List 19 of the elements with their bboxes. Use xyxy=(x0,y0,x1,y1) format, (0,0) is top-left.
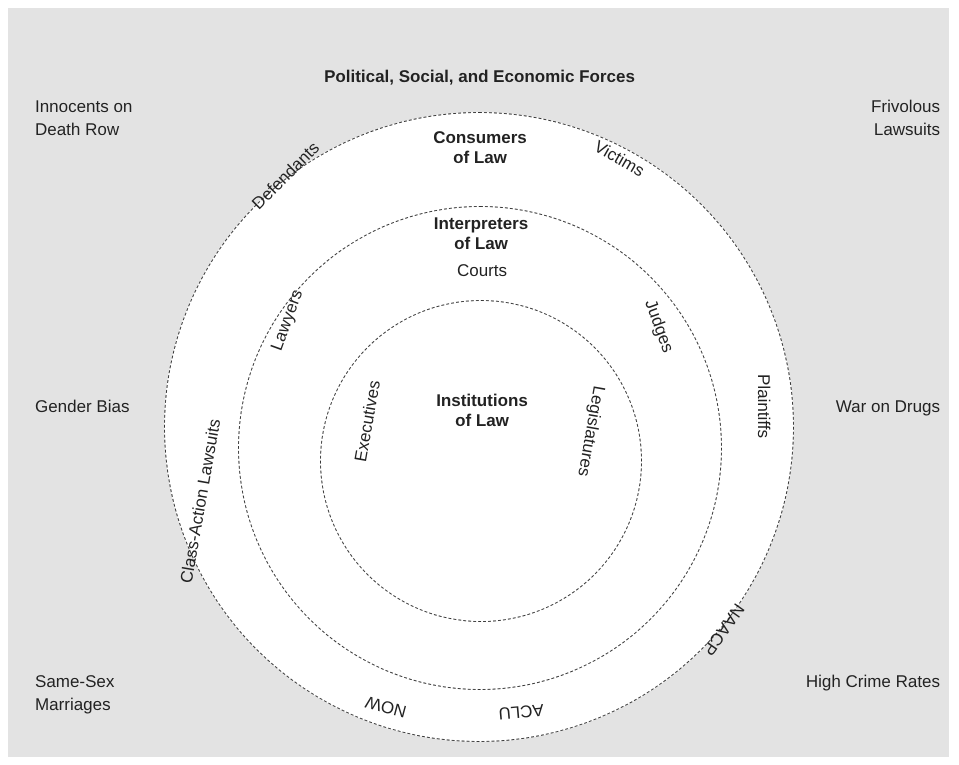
force-label: High Crime Rates xyxy=(805,671,940,693)
ring-label: Legislatures xyxy=(573,384,609,478)
diagram-title: Political, Social, and Economic Forces xyxy=(323,66,636,88)
ring-label: NOW xyxy=(363,690,409,722)
ring-label: Executives xyxy=(351,378,385,464)
force-label: Innocents on Death Row xyxy=(35,96,134,141)
force-label: Gender Bias xyxy=(35,396,130,418)
force-label: War on Drugs xyxy=(834,396,940,418)
ring-heading: Institutions of Law xyxy=(435,391,529,431)
ring-label: Class-Action Lawsuits xyxy=(176,417,226,585)
ring-heading: Interpreters of Law xyxy=(432,214,530,254)
ring-label: Courts xyxy=(456,261,508,281)
ring-label: ACLU xyxy=(498,699,544,723)
panel-background xyxy=(8,8,949,757)
ring-label: Plaintiffs xyxy=(753,374,773,438)
force-label: Frivolous Lawsuits xyxy=(870,96,940,141)
force-label: Same-Sex Marriages xyxy=(35,671,116,716)
ring-heading: Consumers of Law xyxy=(432,128,528,168)
ring-label: Judges xyxy=(640,296,678,356)
